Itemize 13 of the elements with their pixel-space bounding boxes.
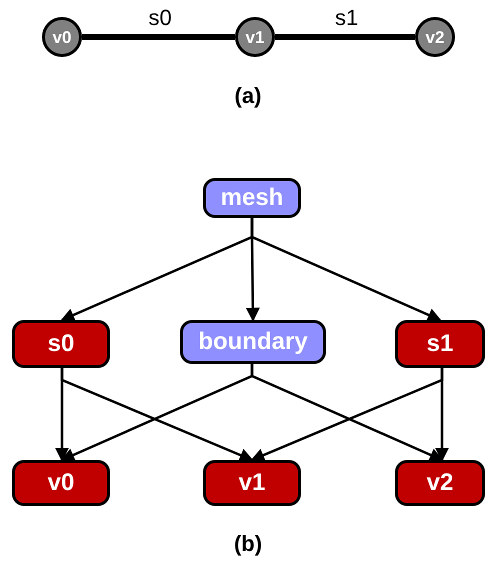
subfigure-label: (a) (234, 85, 262, 107)
node-box: mesh (203, 178, 301, 218)
node-box: boundary (180, 320, 326, 364)
subfigure-label: (b) (232, 533, 264, 555)
node-box: s0 (12, 320, 110, 368)
connector-line (275, 34, 415, 40)
arrow (435, 368, 449, 462)
node-box: s1 (395, 320, 485, 368)
node-box: v2 (395, 460, 485, 506)
connector-line (82, 34, 235, 40)
arrow (250, 218, 442, 322)
node-box: v1 (203, 460, 301, 506)
node-box: v0 (12, 460, 110, 506)
